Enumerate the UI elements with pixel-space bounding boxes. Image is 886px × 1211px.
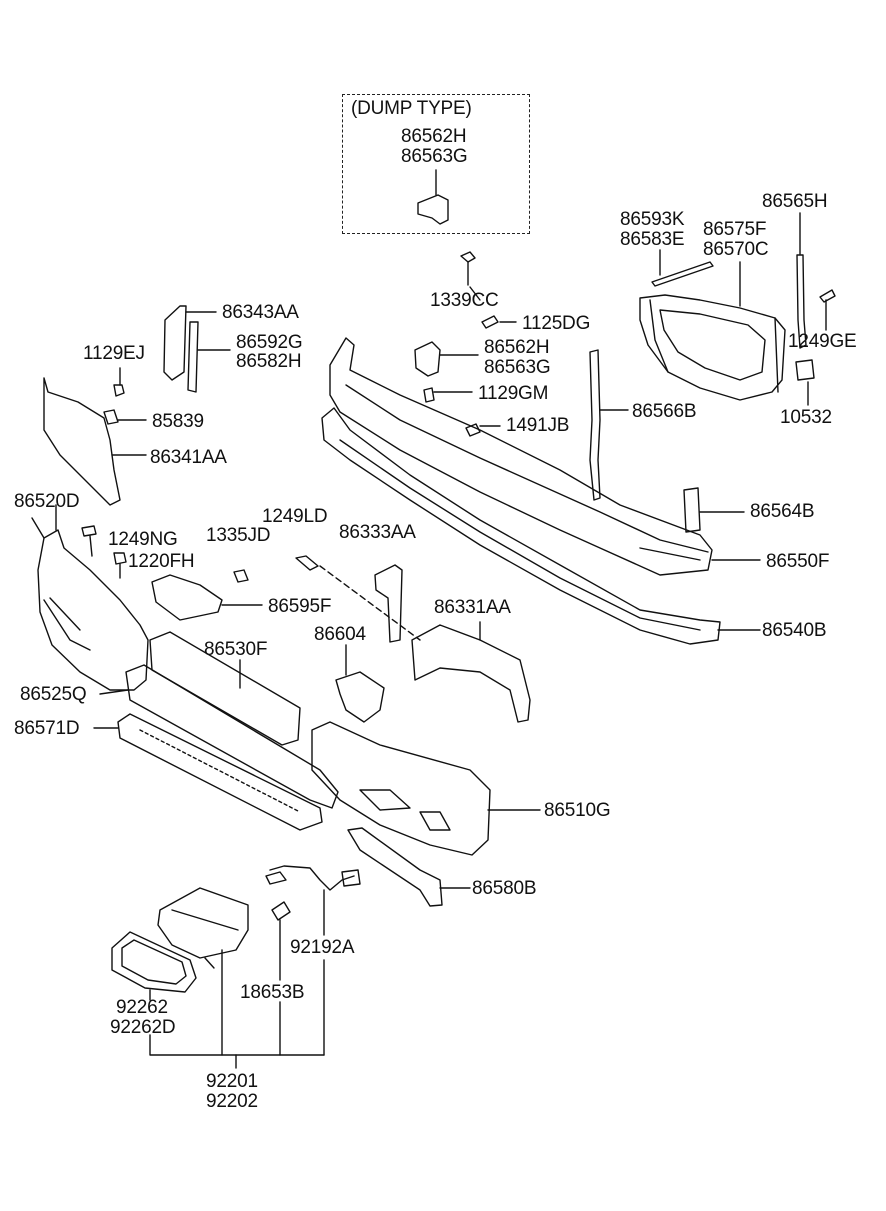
label-86565h[interactable]: 86565H [762, 191, 828, 212]
bracket-86592g-part [187, 321, 231, 393]
label-86566b[interactable]: 86566B [632, 401, 697, 422]
label-86580b[interactable]: 86580B [472, 878, 537, 899]
label-1249ld[interactable]: 1249LD [262, 506, 328, 527]
label-86582h[interactable]: 86582H [236, 351, 302, 372]
harness-92192a-part [265, 865, 361, 1056]
label-86343aa[interactable]: 86343AA [222, 302, 299, 323]
beam-86550f-part [329, 337, 761, 576]
label-86592g[interactable]: 86592G [236, 332, 303, 353]
side-panel-86341aa-part [43, 377, 147, 506]
bolt-1129gm-part [423, 387, 473, 403]
label-10532[interactable]: 10532 [780, 407, 832, 428]
label-86583e[interactable]: 86583E [620, 229, 685, 250]
bolt-1129ej-part [113, 367, 125, 397]
label-1129ej[interactable]: 1129EJ [83, 343, 145, 364]
label-86510g[interactable]: 86510G [544, 800, 611, 821]
label-1335jd[interactable]: 1335JD [206, 525, 271, 546]
label-86525q[interactable]: 86525Q [20, 684, 87, 705]
clip-85839-part [103, 409, 147, 425]
bar-86580b-part [347, 827, 471, 907]
bolt-1125dg-part [481, 315, 517, 329]
label-86571d[interactable]: 86571D [14, 718, 80, 739]
bracket-86333aa-part [374, 564, 403, 643]
radiator-support-part [639, 261, 786, 401]
label-92262d[interactable]: 92262D [110, 1017, 176, 1038]
bracket-86562h-part [414, 341, 479, 377]
bolt-1249ge-part [819, 289, 836, 331]
label-86563g[interactable]: 86563G [484, 357, 551, 378]
clip-1339cc-part [460, 251, 476, 286]
label-1125dg[interactable]: 1125DG [522, 313, 591, 334]
label-86604[interactable]: 86604 [314, 624, 366, 645]
label-92262[interactable]: 92262 [116, 997, 168, 1018]
label-86520d[interactable]: 86520D [14, 491, 80, 512]
label-1129gm[interactable]: 1129GM [478, 383, 549, 404]
label-18653b[interactable]: 18653B [240, 982, 305, 1003]
bulb-18653b-part [271, 901, 291, 1056]
dump-part-2: 86563G [401, 146, 468, 167]
rod-86593k-part [651, 249, 714, 287]
label-1249ng[interactable]: 1249NG [108, 529, 178, 550]
leader-tree-92201 [149, 1034, 325, 1069]
clip-10532-part [795, 359, 815, 406]
label-92202[interactable]: 92202 [206, 1091, 258, 1112]
label-92192a[interactable]: 92192A [290, 937, 355, 958]
label-86530f[interactable]: 86530F [204, 639, 268, 660]
label-1339cc[interactable]: 1339CC [430, 290, 499, 311]
dump-type-title: (DUMP TYPE) [351, 98, 472, 119]
label-86331aa[interactable]: 86331AA [434, 597, 511, 618]
bolt-1220fh-part [113, 552, 127, 579]
fog-lamp-92201-part [157, 887, 249, 1056]
label-86570c[interactable]: 86570C [703, 239, 769, 260]
absorber-86525q-part [99, 664, 339, 809]
label-1220fh[interactable]: 1220FH [128, 551, 195, 572]
bumper-86520d-part [37, 504, 149, 691]
beam-86540b-part [321, 407, 761, 645]
label-92201[interactable]: 92201 [206, 1071, 258, 1092]
label-86593k[interactable]: 86593K [620, 209, 685, 230]
dump-type-box: (DUMP TYPE) 86562H 86563G [342, 94, 530, 234]
grille-86571d-part [93, 713, 323, 831]
bar-86566b-part [589, 349, 629, 501]
label-86540b[interactable]: 86540B [762, 620, 827, 641]
label-86575f[interactable]: 86575F [703, 219, 767, 240]
dump-bracket-part [417, 169, 449, 225]
clip-1491jb-part [465, 423, 501, 437]
label-86550f[interactable]: 86550F [766, 551, 830, 572]
label-85839[interactable]: 85839 [152, 411, 204, 432]
label-86333aa[interactable]: 86333AA [339, 522, 416, 543]
nut-1335jd-part [233, 569, 249, 583]
label-86564b[interactable]: 86564B [750, 501, 815, 522]
bracket-86595f-part [151, 574, 263, 621]
bracket-86565h-part [796, 212, 807, 349]
screw-1249ng-part [81, 525, 97, 557]
bezel-92262-part [111, 931, 197, 1001]
dump-part-1: 86562H [401, 126, 467, 147]
panel-86331aa-part [411, 621, 531, 723]
block-86564b-part [683, 487, 745, 533]
label-86562h[interactable]: 86562H [484, 337, 550, 358]
cover-86510g-part [311, 721, 541, 856]
label-1491jb[interactable]: 1491JB [506, 415, 570, 436]
label-1249ge[interactable]: 1249GE [788, 331, 857, 352]
label-86341aa[interactable]: 86341AA [150, 447, 227, 468]
bracket-86604-part [335, 644, 385, 723]
bolt-1249ld-part [295, 555, 421, 641]
bracket-86343aa-part [163, 305, 217, 381]
label-86595f[interactable]: 86595F [268, 596, 332, 617]
